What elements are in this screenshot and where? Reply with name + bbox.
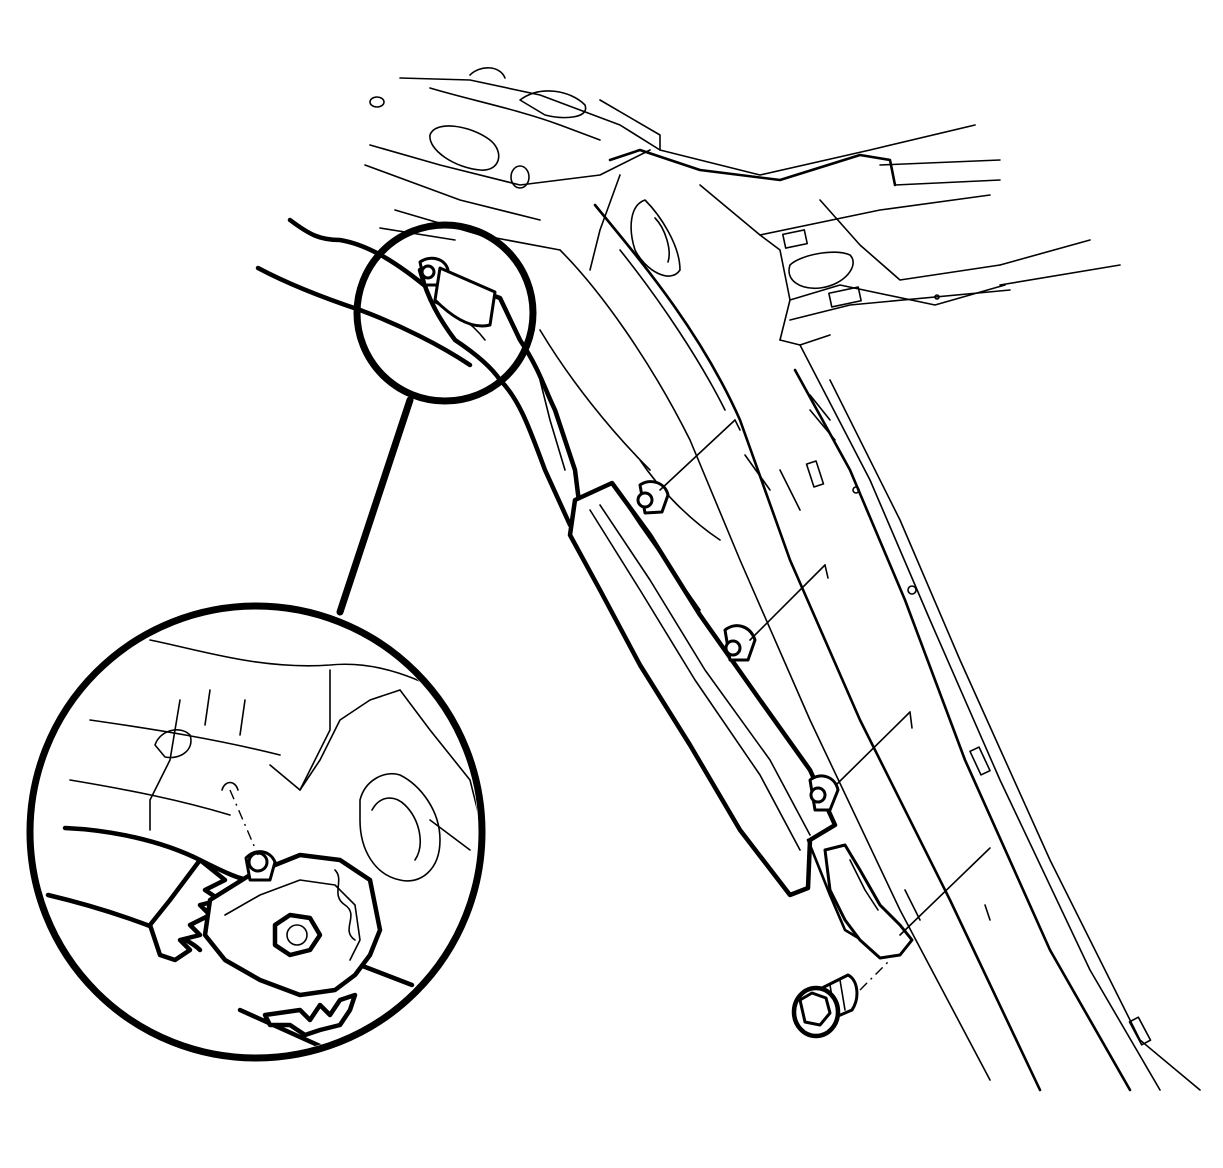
stud-lower <box>808 774 840 812</box>
detail-callout-icon <box>26 221 537 1062</box>
body-structure <box>364 67 1201 1092</box>
stud-middle <box>723 624 757 662</box>
airbag-module <box>567 419 991 960</box>
stud-upper <box>636 480 670 515</box>
detail-view <box>45 639 478 1054</box>
harness-upper <box>255 217 583 528</box>
stud-in-ring <box>418 256 497 328</box>
flange-bolt-icon <box>791 959 891 1039</box>
